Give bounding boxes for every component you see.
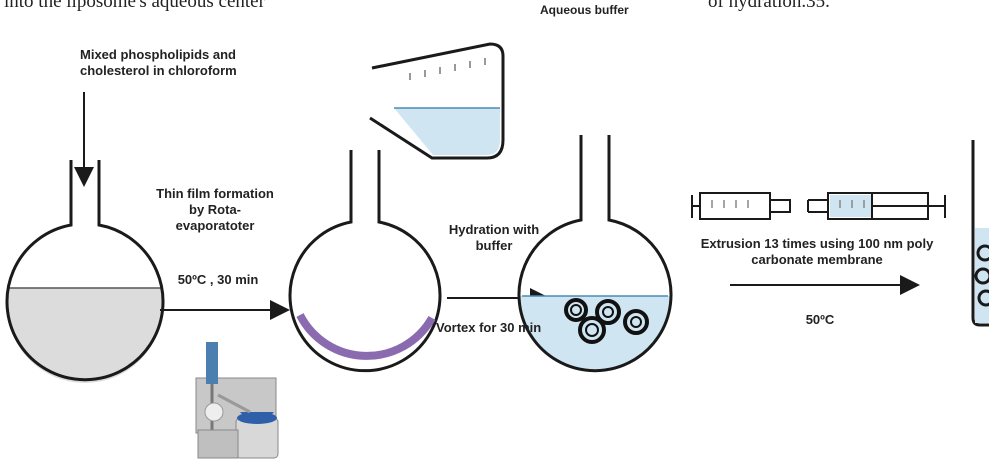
- conical-flask-icon: [370, 44, 503, 158]
- hydration-label-line-2: buffer: [438, 238, 550, 254]
- hydration-label-line-1: Hydration with: [438, 222, 550, 238]
- extrusion-label-line-2: carbonate membrane: [686, 252, 948, 268]
- test-tube-icon: [973, 140, 989, 325]
- input-label-line-2: cholesterol in chloroform: [80, 63, 237, 79]
- thin-film-label-line-3: evaporatoter: [150, 218, 280, 234]
- vortex-label: Vortex for 30 min: [436, 320, 541, 336]
- extrusion-label-line-1: Extrusion 13 times using 100 nm poly: [686, 236, 948, 252]
- extrusion-temp-label: 50ºC: [770, 312, 870, 328]
- input-label-line-1: Mixed phospholipids and: [80, 47, 237, 63]
- aqueous-buffer-label: Aqueous buffer: [540, 2, 629, 18]
- thin-film-label: Thin film formation by Rota- evaporatote…: [150, 186, 280, 234]
- hydration-label: Hydration with buffer: [438, 222, 550, 254]
- thin-film-label-line-1: Thin film formation: [150, 186, 280, 202]
- flask-with-vesicles: [515, 135, 675, 386]
- flask-with-lipid-film: [290, 150, 440, 371]
- thin-film-label-line-2: by Rota-: [150, 202, 280, 218]
- syringe-icon: [692, 193, 945, 219]
- extrusion-label: Extrusion 13 times using 100 nm poly car…: [686, 236, 948, 268]
- thin-film-conditions-label: 50ºC , 30 min: [158, 272, 278, 288]
- round-bottom-flask-icon: [5, 160, 170, 388]
- input-label: Mixed phospholipids and cholesterol in c…: [80, 47, 237, 79]
- rotary-evaporator-icon: [196, 342, 278, 458]
